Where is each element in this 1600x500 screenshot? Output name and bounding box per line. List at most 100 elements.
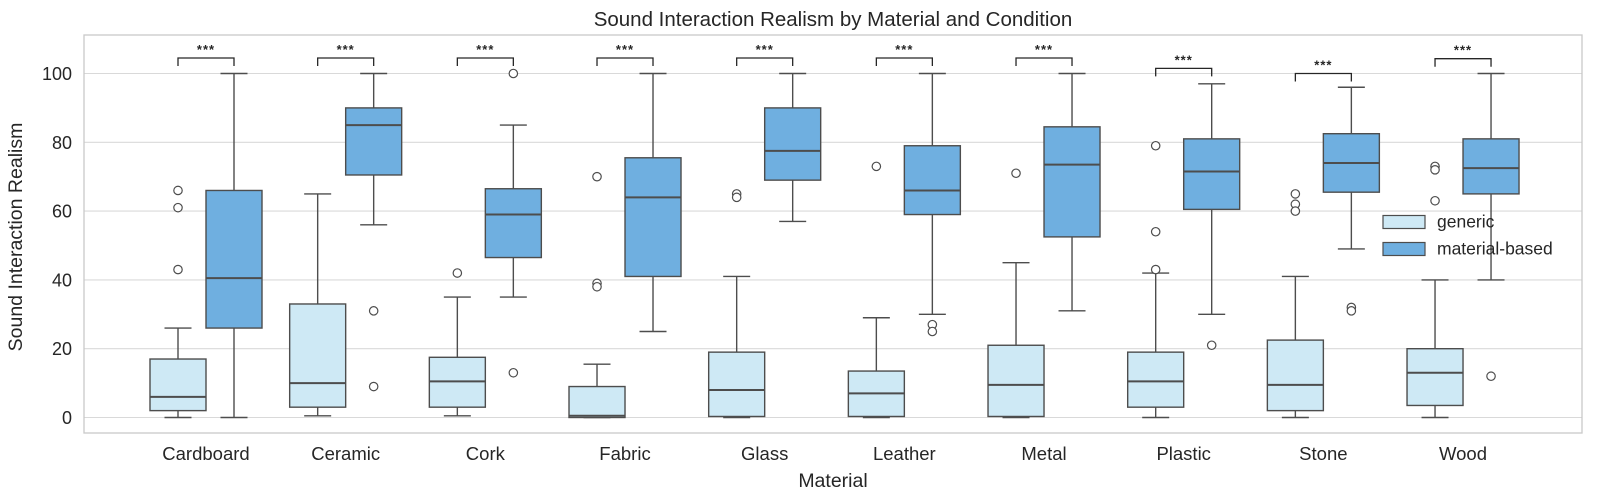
box-generic-cardboard xyxy=(149,185,207,419)
significance-stars: *** xyxy=(1035,42,1053,57)
x-tick-label: Glass xyxy=(741,443,788,464)
legend-swatch-material-based xyxy=(1382,241,1426,257)
plot-area: 020406080100Cardboard***Ceramic***Cork**… xyxy=(42,34,1583,464)
outlier-point xyxy=(1290,189,1301,199)
significance-bracket xyxy=(317,57,375,67)
outlier-point xyxy=(592,281,602,292)
significance-bracket xyxy=(1294,72,1353,82)
significance-stars: *** xyxy=(197,42,215,57)
box-rect xyxy=(1406,348,1464,407)
box-material-based-plastic xyxy=(1182,83,1241,351)
outlier-point xyxy=(1486,371,1496,382)
box-generic-fabric xyxy=(568,171,626,419)
box-generic-metal xyxy=(987,168,1045,419)
outlier-point xyxy=(173,202,183,213)
box-material-based-metal xyxy=(1043,72,1101,312)
outlier-point xyxy=(1206,340,1217,351)
x-tick-label: Leather xyxy=(873,443,936,464)
legend-label-material-based: material-based xyxy=(1437,239,1553,259)
outlier-point xyxy=(1150,226,1161,237)
box-material-based-glass xyxy=(763,72,822,223)
box-generic-ceramic xyxy=(288,193,347,417)
box-rect xyxy=(1266,339,1325,412)
box-rect xyxy=(484,188,543,259)
significance-bracket xyxy=(177,57,235,67)
box-rect xyxy=(903,145,962,216)
box-rect xyxy=(987,344,1045,418)
outlier-point xyxy=(1011,168,1021,179)
outlier-point xyxy=(173,264,183,275)
significance-bracket xyxy=(736,57,794,67)
box-rect xyxy=(1043,126,1101,238)
box-material-based-fabric xyxy=(624,72,682,333)
box-rect xyxy=(707,351,766,418)
significance-bracket xyxy=(596,57,654,67)
box-rect xyxy=(763,107,822,181)
outlier-point xyxy=(731,192,742,203)
x-tick-label: Fabric xyxy=(599,443,650,464)
outlier-point xyxy=(1150,264,1161,275)
x-axis-label: Material xyxy=(798,470,867,492)
y-tick-label: 80 xyxy=(52,133,72,153)
plot-frame xyxy=(83,34,1583,434)
significance-bracket xyxy=(1155,67,1213,77)
box-material-based-cork xyxy=(484,68,543,378)
y-axis-label: Sound Interaction Realism xyxy=(5,123,27,352)
box-rect xyxy=(205,189,263,329)
box-generic-stone xyxy=(1266,189,1325,419)
box-rect xyxy=(344,107,403,176)
significance-stars: *** xyxy=(1454,43,1472,58)
significance-bracket xyxy=(875,57,933,67)
box-material-based-stone xyxy=(1322,86,1381,316)
significance-bracket xyxy=(1015,57,1073,67)
significance-stars: *** xyxy=(1314,58,1332,73)
outlier-point xyxy=(871,161,882,172)
outlier-point xyxy=(1430,195,1440,206)
x-tick-label: Ceramic xyxy=(311,443,380,464)
outlier-point xyxy=(1346,306,1357,316)
y-tick-label: 60 xyxy=(52,202,72,222)
outlier-point xyxy=(1290,206,1301,216)
x-tick-label: Stone xyxy=(1299,443,1347,464)
box-generic-glass xyxy=(707,189,766,419)
outlier-point xyxy=(592,171,602,182)
box-generic-plastic xyxy=(1126,140,1185,419)
legend-swatch-generic xyxy=(1382,214,1426,230)
significance-stars: *** xyxy=(1175,52,1193,67)
outlier-point xyxy=(508,68,519,79)
box-rect xyxy=(1462,138,1520,195)
outlier-point xyxy=(368,306,379,316)
x-tick-label: Cork xyxy=(466,443,506,464)
y-tick-label: 20 xyxy=(52,339,72,359)
x-tick-label: Wood xyxy=(1439,443,1487,464)
outlier-point xyxy=(368,381,379,392)
significance-bracket xyxy=(456,57,514,67)
significance-stars: *** xyxy=(616,42,634,57)
significance-bracket xyxy=(1434,58,1492,67)
x-tick-label: Cardboard xyxy=(162,443,249,464)
box-material-based-wood xyxy=(1462,72,1520,382)
box-rect xyxy=(568,385,626,419)
x-tick-label: Plastic xyxy=(1156,443,1211,464)
box-generic-leather xyxy=(847,161,906,419)
box-rect xyxy=(1182,138,1241,211)
significance-stars: *** xyxy=(895,42,913,57)
y-tick-label: 0 xyxy=(62,408,72,428)
box-generic-wood xyxy=(1406,161,1464,419)
chart-title: Sound Interaction Realism by Material an… xyxy=(594,8,1073,31)
box-generic-cork xyxy=(428,268,487,417)
outlier-point xyxy=(927,326,938,337)
significance-stars: *** xyxy=(756,42,774,57)
outlier-point xyxy=(508,367,519,378)
box-material-based-leather xyxy=(903,72,962,337)
box-rect xyxy=(1126,351,1185,408)
legend: generic material-based xyxy=(1382,212,1553,259)
significance-stars: *** xyxy=(337,42,355,57)
box-material-based-ceramic xyxy=(344,72,403,392)
box-rect xyxy=(149,358,207,412)
box-material-based-cardboard xyxy=(205,72,263,419)
y-tick-label: 100 xyxy=(42,64,72,84)
legend-label-generic: generic xyxy=(1437,212,1495,232)
